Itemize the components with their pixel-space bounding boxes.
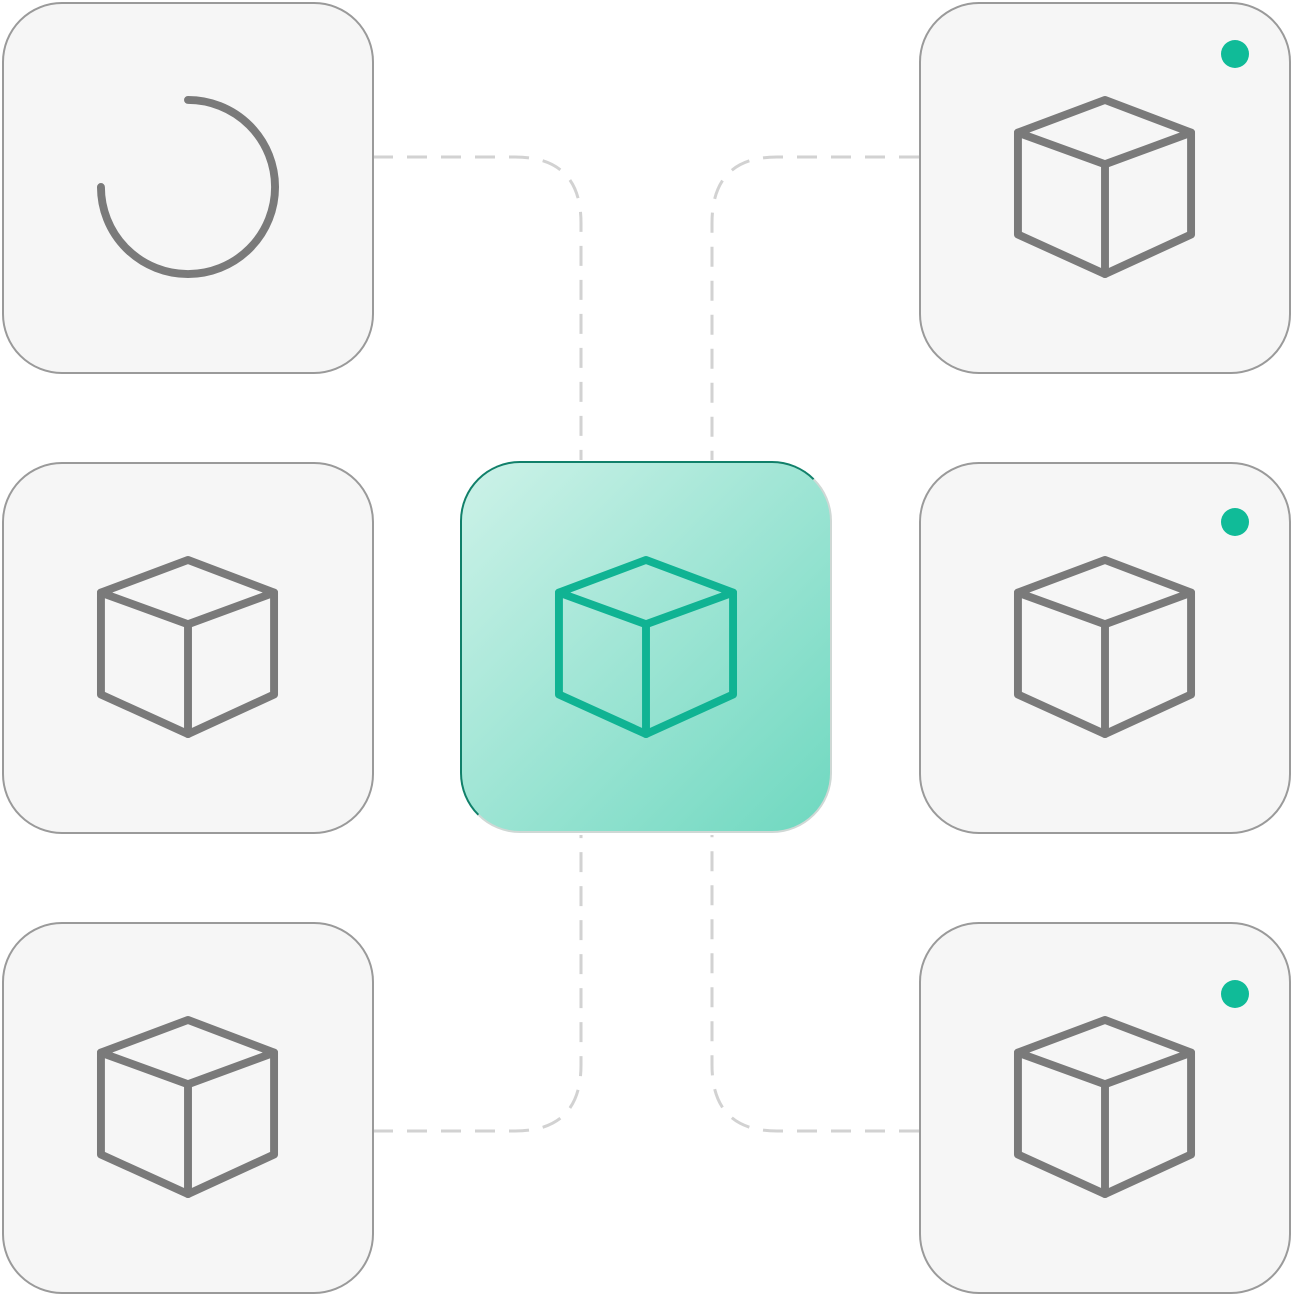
connector-top-right bbox=[710, 155, 919, 460]
node-tile-middle-left[interactable] bbox=[2, 462, 374, 834]
cube-icon bbox=[96, 1016, 279, 1199]
cube-icon bbox=[1013, 1016, 1196, 1199]
connector-top-left bbox=[373, 155, 583, 460]
cube-icon bbox=[1013, 556, 1196, 739]
node-tile-bottom-left[interactable] bbox=[2, 922, 374, 1294]
node-tile-middle-right[interactable] bbox=[919, 462, 1291, 834]
status-dot bbox=[1221, 980, 1249, 1008]
status-dot bbox=[1221, 40, 1249, 68]
status-dot bbox=[1221, 508, 1249, 536]
node-tile-top-left[interactable] bbox=[2, 2, 374, 374]
connector-bottom-left bbox=[373, 835, 583, 1133]
loading-spinner-icon bbox=[96, 96, 279, 278]
hub-tile[interactable] bbox=[460, 461, 832, 833]
cube-icon bbox=[554, 555, 738, 739]
node-tile-bottom-right[interactable] bbox=[919, 922, 1291, 1294]
cube-icon bbox=[1013, 96, 1196, 279]
cube-icon bbox=[96, 556, 279, 739]
connector-bottom-right bbox=[710, 835, 919, 1133]
node-tile-top-right[interactable] bbox=[919, 2, 1291, 374]
